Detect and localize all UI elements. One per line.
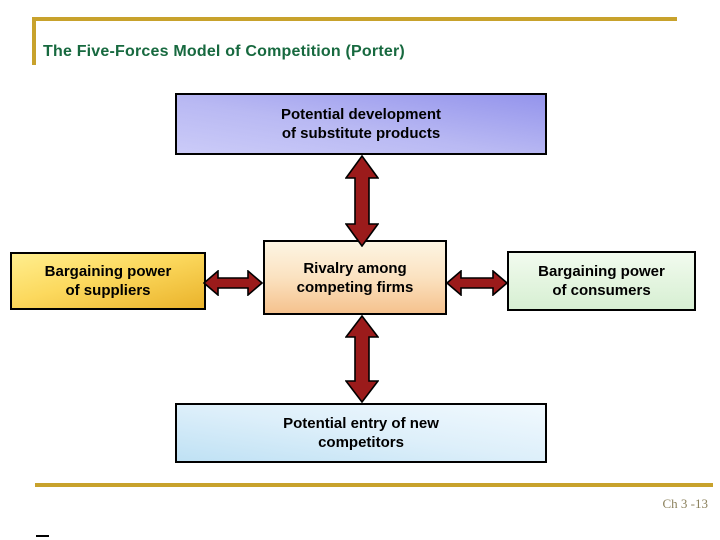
slide-title: The Five-Forces Model of Competition (Po… xyxy=(43,43,405,60)
box-rivalry-line2: competing firms xyxy=(296,278,414,296)
box-consumer-power-line2: of consumers xyxy=(552,282,651,299)
footer-rule xyxy=(35,483,713,487)
box-supplier-power-line1: Bargaining power xyxy=(44,263,172,280)
box-substitute-products: Potential development of substitute prod… xyxy=(175,93,547,155)
box-supplier-power: Bargaining power of suppliers xyxy=(10,252,206,310)
box-rivalry: Rivalry among competing firms xyxy=(263,240,447,315)
vertical-double-arrow-top xyxy=(345,155,379,247)
page-number: Ch 3 -13 xyxy=(662,496,709,511)
accent-rule-left xyxy=(32,17,36,65)
vertical-double-arrow-bottom xyxy=(345,315,379,403)
horizontal-double-arrow-right xyxy=(446,270,508,296)
box-consumer-power: Bargaining power of consumers xyxy=(507,251,696,311)
box-new-entrants: Potential entry of new competitors xyxy=(175,403,547,463)
box-supplier-power-line2: of suppliers xyxy=(65,282,151,299)
box-new-entrants-line2: competitors xyxy=(318,434,404,451)
horizontal-double-arrow-left xyxy=(203,270,263,296)
box-substitute-products-line1: Potential development xyxy=(280,106,442,123)
box-consumer-power-line1: Bargaining power xyxy=(538,263,665,280)
box-new-entrants-line1: Potential entry of new xyxy=(283,415,439,432)
bottom-dash xyxy=(36,535,49,537)
box-rivalry-line1: Rivalry among xyxy=(303,259,407,277)
accent-rule-top xyxy=(32,17,677,21)
box-substitute-products-line2: of substitute products xyxy=(281,125,441,142)
